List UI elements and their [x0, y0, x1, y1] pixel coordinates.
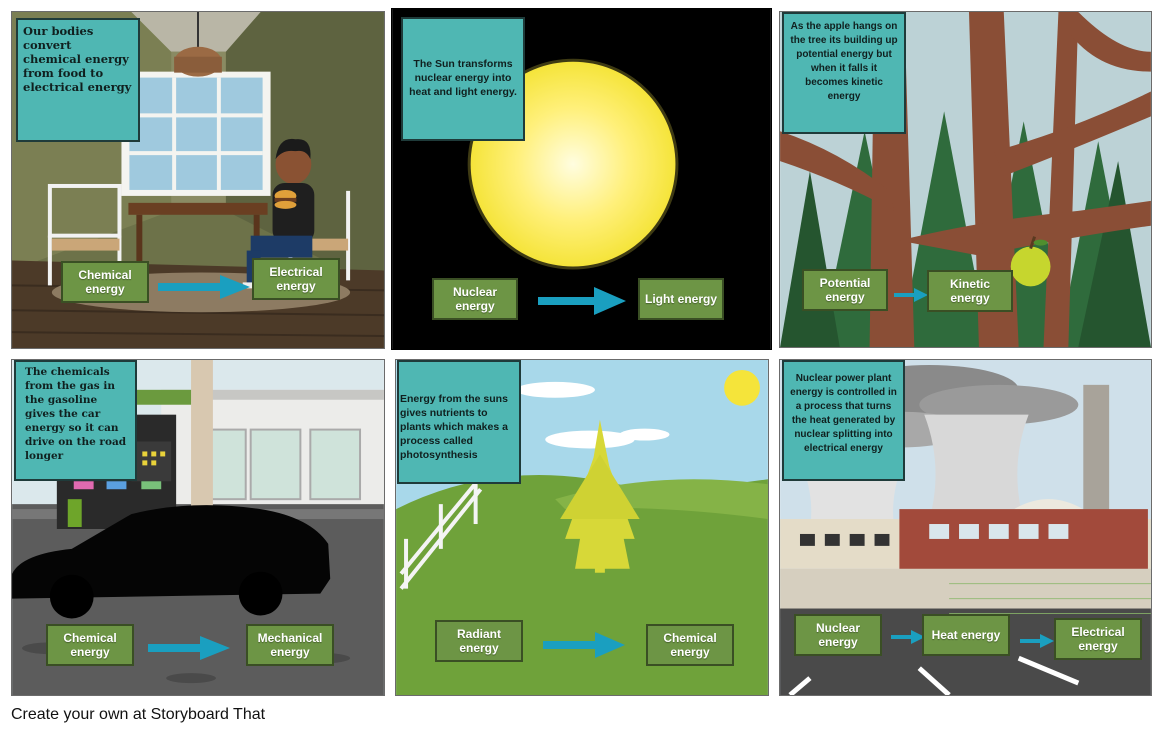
panel-caption: Our bodies convert chemical energy from …	[16, 18, 140, 142]
panel-6: Nuclear power plant energy is controlled…	[779, 359, 1152, 696]
arrow-icon	[1020, 634, 1054, 648]
burger-icon	[274, 189, 297, 209]
energy-label: Light energy	[638, 278, 724, 320]
energy-label: Mechanical energy	[246, 624, 334, 666]
arrow-icon	[158, 275, 250, 299]
energy-label: Kinetic energy	[927, 270, 1013, 312]
energy-label: Chemical energy	[46, 624, 134, 666]
panel-caption: As the apple hangs on the tree its build…	[782, 12, 906, 134]
panel-caption: Nuclear power plant energy is controlled…	[782, 360, 905, 481]
footer-link[interactable]: Create your own at Storyboard That	[11, 706, 266, 723]
energy-label: Chemical energy	[61, 261, 149, 303]
sun-icon	[724, 369, 760, 406]
panel-1: Our bodies convert chemical energy from …	[11, 11, 385, 349]
energy-label: Chemical energy	[646, 624, 734, 666]
car-icon	[12, 505, 331, 619]
arrow-icon	[538, 287, 626, 315]
panel-caption: Energy from the suns gives nutrients to …	[397, 360, 521, 484]
panel-caption: The Sun transforms nuclear energy into h…	[401, 17, 525, 141]
energy-label: Potential energy	[802, 269, 888, 311]
panel-5: Energy from the suns gives nutrients to …	[395, 359, 769, 696]
energy-label: Radiant energy	[435, 620, 523, 662]
arrow-icon	[148, 636, 230, 660]
pine-tree-icon	[560, 419, 640, 573]
arrow-icon	[894, 288, 928, 302]
panel-2: The Sun transforms nuclear energy into h…	[391, 8, 772, 350]
panel-4: The chemicals from the gas in the gasoli…	[11, 359, 385, 696]
energy-label: Nuclear energy	[432, 278, 518, 320]
arrow-icon	[543, 632, 625, 658]
panel-caption: The chemicals from the gas in the gasoli…	[14, 360, 137, 481]
energy-label: Heat energy	[922, 614, 1010, 656]
energy-label: Electrical energy	[252, 258, 340, 300]
panel-3: As the apple hangs on the tree its build…	[779, 11, 1152, 348]
energy-label: Nuclear energy	[794, 614, 882, 656]
apple-icon	[1010, 236, 1051, 287]
energy-label: Electrical energy	[1054, 618, 1142, 660]
arrow-icon	[891, 630, 925, 644]
